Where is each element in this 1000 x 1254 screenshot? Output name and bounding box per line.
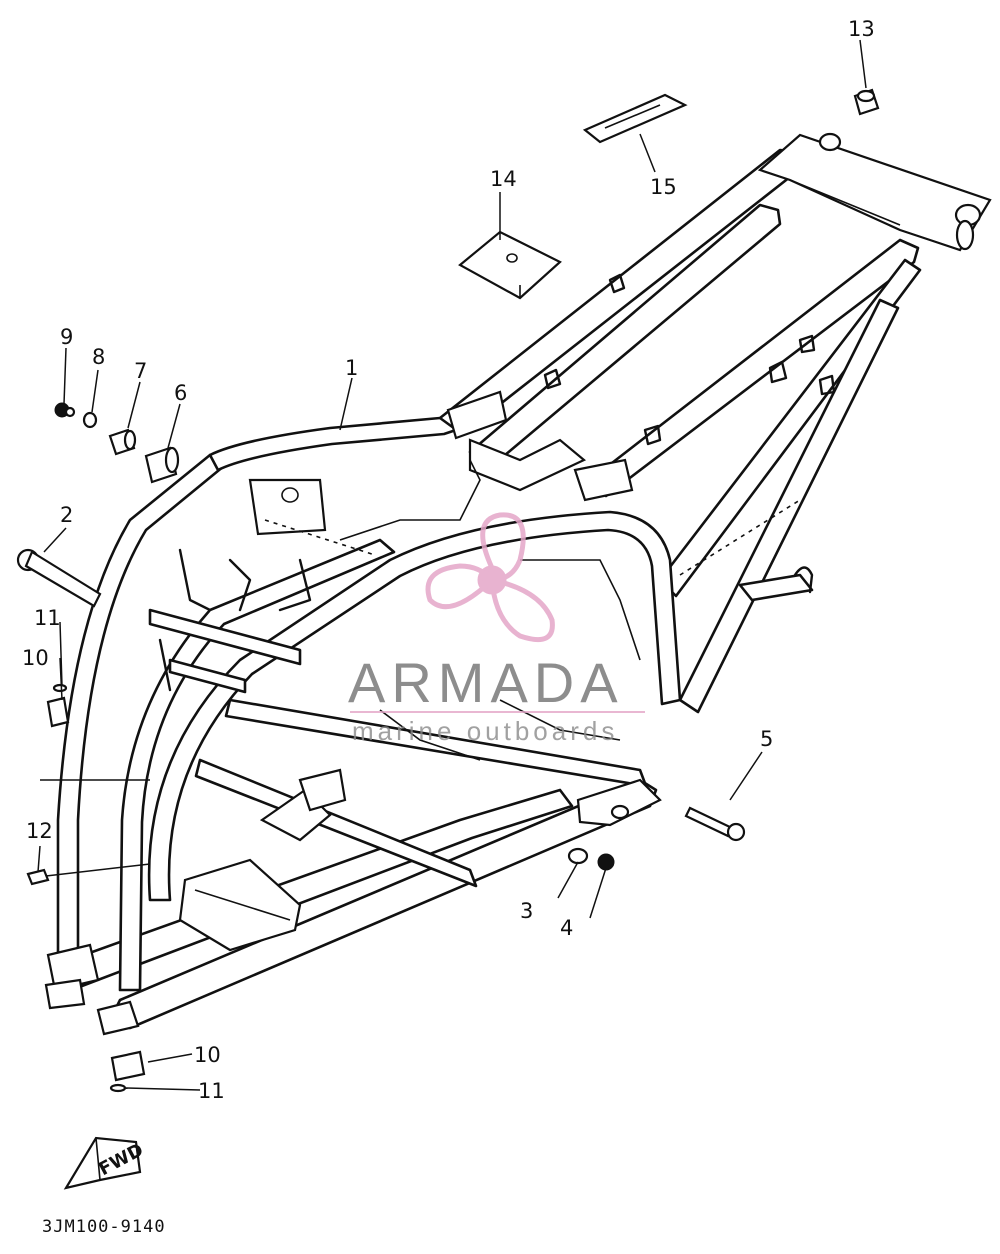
watermark-tagline: marine outboards <box>352 716 618 746</box>
callout-14: 14 <box>490 167 517 191</box>
callout-2: 2 <box>60 503 73 527</box>
part-washer-3 <box>567 847 589 865</box>
main-frame <box>44 132 992 1036</box>
armada-logo-icon <box>425 512 555 642</box>
part-rubber-10-bottom <box>110 1050 146 1082</box>
part-bolt-2 <box>16 548 102 608</box>
part-nut-9 <box>54 402 76 418</box>
part-bolt-5 <box>684 806 746 842</box>
part-plate-15 <box>582 93 688 144</box>
part-clip-12 <box>26 868 50 886</box>
part-pad-14 <box>458 230 562 300</box>
callout-labels: 1 2 3 4 5 6 7 8 9 10 11 10 11 12 13 14 1… <box>22 17 875 1103</box>
part-collar-11-top <box>52 683 68 693</box>
forward-arrow-icon: FWD <box>63 1136 147 1190</box>
callout-4: 4 <box>560 916 573 940</box>
part-washer-8 <box>82 411 98 429</box>
callout-7: 7 <box>134 359 147 383</box>
callout-6: 6 <box>174 381 187 405</box>
callout-13: 13 <box>848 17 875 41</box>
callout-3: 3 <box>520 899 533 923</box>
diagram-code: 3JM100-9140 <box>42 1217 166 1237</box>
armada-watermark: ARMADA marine outboards <box>348 512 645 746</box>
callout-11-top: 11 <box>34 606 61 630</box>
part-rubber-10-top <box>46 696 70 728</box>
part-collar-7 <box>108 428 137 456</box>
callout-1: 1 <box>345 356 358 380</box>
callout-10-bottom: 10 <box>194 1043 221 1067</box>
callout-5: 5 <box>760 727 773 751</box>
callout-10-top: 10 <box>22 646 49 670</box>
callout-12: 12 <box>26 819 53 843</box>
part-cap-13 <box>853 88 880 116</box>
callout-8: 8 <box>92 345 105 369</box>
callout-15: 15 <box>650 175 677 199</box>
callout-9: 9 <box>60 325 73 349</box>
leader-lines <box>37 39 867 1091</box>
part-nut-4 <box>597 853 615 871</box>
part-collar-11-bottom <box>109 1083 127 1093</box>
part-bushing-6 <box>144 446 180 484</box>
callout-11-bottom: 11 <box>198 1079 225 1103</box>
watermark-brand: ARMADA <box>348 651 624 714</box>
